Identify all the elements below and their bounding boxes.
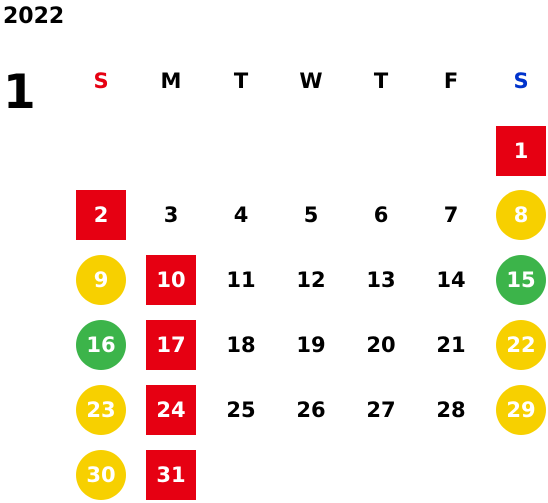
day-cell-10: 10 — [146, 255, 196, 305]
calendar-month: 1 — [3, 65, 36, 120]
day-cell-8: 8 — [496, 190, 546, 240]
day-cell-17: 17 — [146, 320, 196, 370]
day-cell-9: 9 — [76, 255, 126, 305]
day-cell-5: 5 — [303, 203, 319, 227]
day-cell-29: 29 — [496, 385, 546, 435]
day-cell-3: 3 — [163, 203, 179, 227]
day-cell-6: 6 — [373, 203, 389, 227]
day-cell-1: 1 — [496, 126, 546, 176]
day-cell-18: 18 — [226, 333, 256, 357]
day-cell-31: 31 — [146, 450, 196, 500]
weekday-label-thursday: T — [373, 69, 389, 93]
weekday-label-friday: F — [443, 69, 459, 93]
weekday-label-tuesday: T — [233, 69, 249, 93]
day-cell-15: 15 — [496, 255, 546, 305]
day-cell-12: 12 — [296, 268, 326, 292]
day-cell-14: 14 — [436, 268, 466, 292]
weekday-label-saturday: S — [513, 69, 529, 93]
day-cell-7: 7 — [443, 203, 459, 227]
day-cell-30: 30 — [76, 450, 126, 500]
day-cell-23: 23 — [76, 385, 126, 435]
day-cell-13: 13 — [366, 268, 396, 292]
day-cell-4: 4 — [233, 203, 249, 227]
day-cell-19: 19 — [296, 333, 326, 357]
calendar-year: 2022 — [3, 4, 65, 29]
day-cell-24: 24 — [146, 385, 196, 435]
day-cell-20: 20 — [366, 333, 396, 357]
day-cell-2: 2 — [76, 190, 126, 240]
day-cell-16: 16 — [76, 320, 126, 370]
weekday-label-monday: M — [160, 69, 182, 93]
day-cell-11: 11 — [226, 268, 256, 292]
day-cell-26: 26 — [296, 398, 326, 422]
day-cell-27: 27 — [366, 398, 396, 422]
weekday-label-sunday: S — [93, 69, 109, 93]
day-cell-28: 28 — [436, 398, 466, 422]
day-cell-21: 21 — [436, 333, 466, 357]
weekday-label-wednesday: W — [299, 69, 323, 93]
day-cell-25: 25 — [226, 398, 256, 422]
day-cell-22: 22 — [496, 320, 546, 370]
